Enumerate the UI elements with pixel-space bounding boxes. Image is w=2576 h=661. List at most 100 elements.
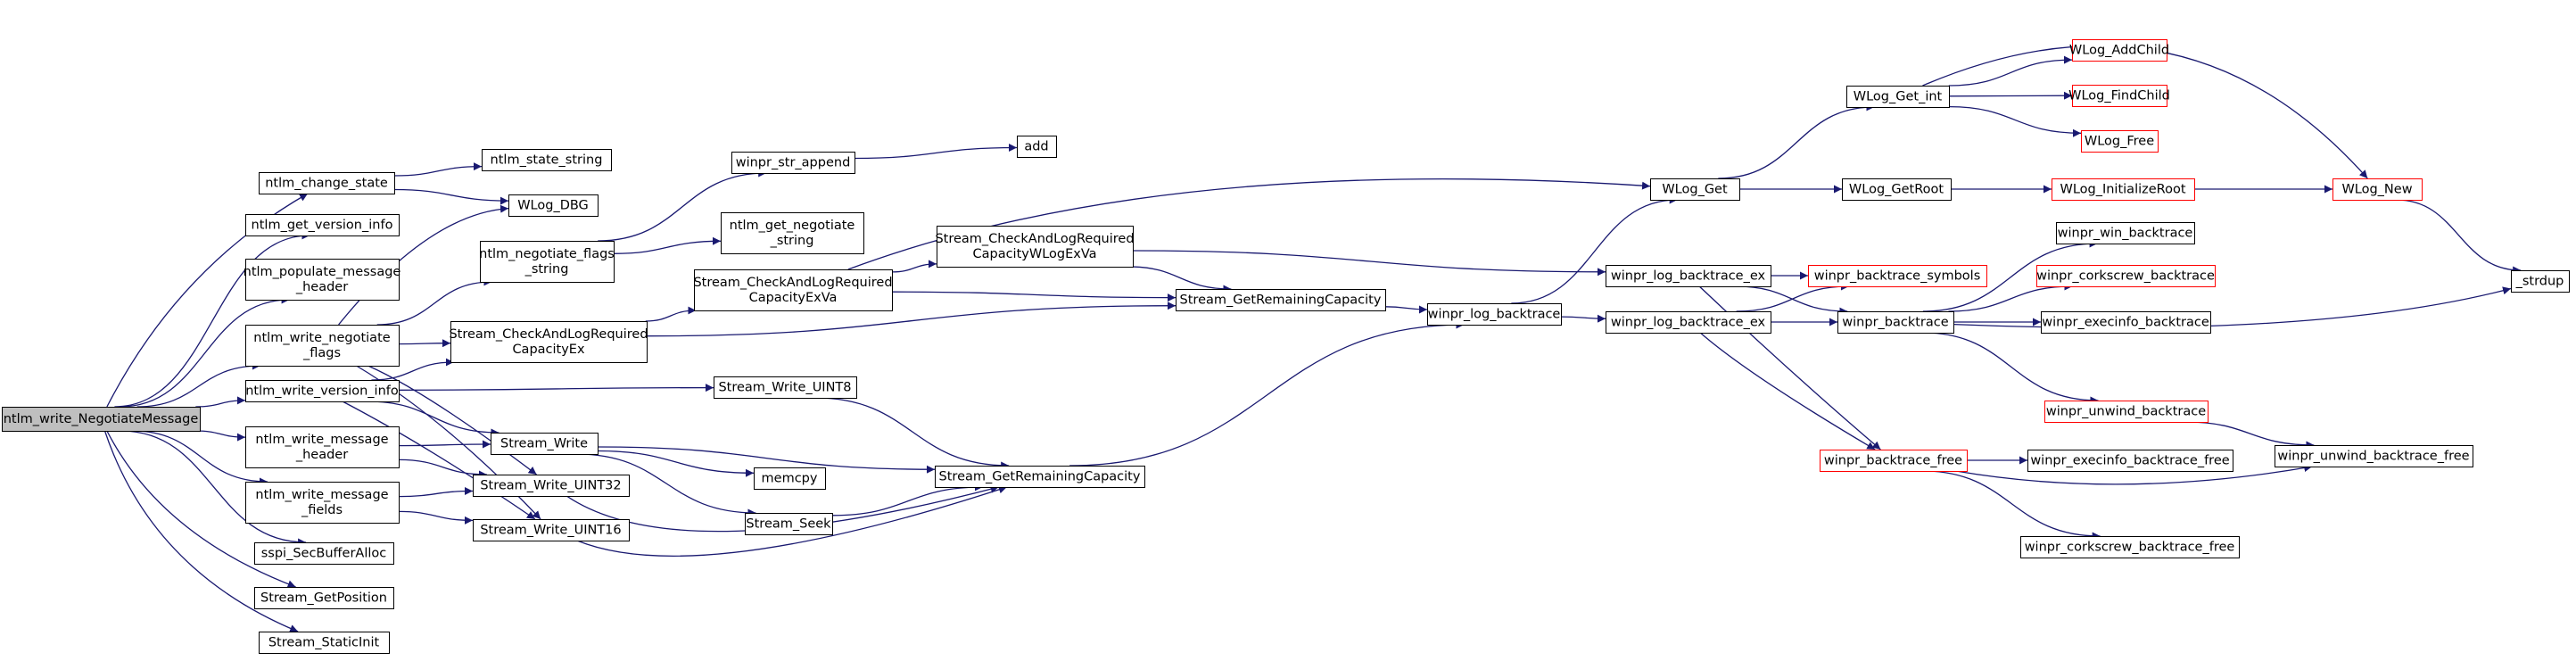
edge-log_bt_ex1-to-bt_free <box>1698 285 1881 450</box>
node-label: winpr_win_backtrace <box>2058 227 2193 241</box>
node-box <box>1427 303 1562 326</box>
node-box <box>245 426 400 468</box>
node-box <box>731 152 855 174</box>
node-wlog-new[interactable]: WLog_New <box>2332 178 2423 201</box>
edge-bt_free-to-corkscrew_free <box>1922 470 2101 541</box>
node-box <box>259 172 395 194</box>
edge-check_exva-to-check_wlog <box>891 260 937 273</box>
node-seek[interactable]: Stream_Seek <box>745 513 833 535</box>
node-label: ntlm_get_negotiate <box>730 219 855 233</box>
edge-write_neg_flags-to-neg_flags_string <box>376 277 492 326</box>
node-corkscrew-bt[interactable]: winpr_corkscrew_backtrace <box>2036 265 2216 287</box>
node-str-append[interactable]: winpr_str_append <box>731 152 855 174</box>
node-label: WLog_GetRoot <box>1849 183 1944 197</box>
node-wlog-get-int[interactable]: WLog_Get_int <box>1846 86 1950 108</box>
node-label: winpr_execinfo_backtrace_free <box>2030 454 2229 468</box>
node-unwind-free[interactable]: winpr_unwind_backtrace_free <box>2275 445 2473 467</box>
node-label: Stream_GetRemainingCapacity <box>939 470 1141 484</box>
node-static-init[interactable]: Stream_StaticInit <box>259 632 390 654</box>
node-log-bt-ex2[interactable]: winpr_log_backtrace_ex <box>1606 311 1771 334</box>
node-box <box>937 226 1134 268</box>
node-strdup[interactable]: _strdup <box>2511 270 2570 293</box>
node-wlog-addchild[interactable]: WLog_AddChild <box>2069 39 2169 62</box>
node-box <box>2036 265 2216 287</box>
node-wlog-free[interactable]: WLog_Free <box>2081 130 2159 153</box>
node-label: CapacityExVa <box>749 291 838 305</box>
node-state-string[interactable]: ntlm_state_string <box>482 149 612 171</box>
edge-str_append-to-add <box>854 144 1018 160</box>
node-box <box>935 466 1145 488</box>
edge-remcap2-to-log_backtrace <box>1069 320 1465 467</box>
node-label: winpr_backtrace_symbols <box>1814 269 1981 284</box>
node-unwind-bt[interactable]: winpr_unwind_backtrace <box>2044 401 2209 423</box>
node-add[interactable]: add <box>1017 136 1057 158</box>
node-label: ntlm_negotiate_flags <box>479 247 615 261</box>
node-label: Stream_CheckAndLogRequired <box>449 327 648 342</box>
edge-root-to-write_msg_fields <box>132 430 268 486</box>
node-write-uint16[interactable]: Stream_Write_UINT16 <box>473 519 630 541</box>
node-bt-symbols[interactable]: winpr_backtrace_symbols <box>1808 265 1987 287</box>
edge-wlog_get_int-to-wlog_addchild <box>1948 55 2073 87</box>
node-box <box>508 194 599 217</box>
node-box <box>1846 86 1950 108</box>
node-execinfo-bt[interactable]: winpr_execinfo_backtrace <box>2041 311 2211 334</box>
node-label: WLog_Free <box>2085 135 2154 149</box>
node-wlog-dbg[interactable]: WLog_DBG <box>508 194 599 217</box>
node-root[interactable]: ntlm_write_NegotiateMessage <box>2 407 201 432</box>
node-box <box>2072 39 2167 62</box>
node-label: _strdup <box>2515 275 2564 289</box>
node-check-wlog[interactable]: Stream_CheckAndLogRequiredCapacityWLogEx… <box>935 226 1135 268</box>
edge-root-to-get_position <box>106 430 296 588</box>
edge-write_neg_flags-to-check_ex <box>398 339 451 348</box>
node-box <box>1820 450 1968 472</box>
node-memcpy[interactable]: memcpy <box>754 467 826 490</box>
node-sspi-alloc[interactable]: sspi_SecBufferAlloc <box>254 542 394 565</box>
edge-write_msg_fields-to-write_uint16 <box>398 510 474 525</box>
node-label: winpr_log_backtrace_ex <box>1611 269 1766 284</box>
node-log-backtrace[interactable]: winpr_log_backtrace <box>1427 303 1562 326</box>
node-label: WLog_AddChild <box>2069 44 2169 58</box>
node-get-position[interactable]: Stream_GetPosition <box>254 587 394 609</box>
node-get-version-info[interactable]: ntlm_get_version_info <box>245 214 400 236</box>
node-remcap2[interactable]: Stream_GetRemainingCapacity <box>935 466 1145 488</box>
node-change-state[interactable]: ntlm_change_state <box>259 172 395 194</box>
node-bt-free[interactable]: winpr_backtrace_free <box>1820 450 1968 472</box>
node-label: winpr_execinfo_backtrace <box>2042 316 2209 330</box>
node-label: Stream_GetPosition <box>260 591 387 606</box>
node-remcap1[interactable]: Stream_GetRemainingCapacity <box>1176 289 1386 311</box>
edge-check_ex-to-check_exva <box>645 306 697 322</box>
node-layer: ntlm_write_NegotiateMessage ntlm_change_s… <box>2 39 2570 654</box>
node-write-version-info[interactable]: ntlm_write_version_info <box>245 380 400 402</box>
node-box <box>1017 136 1057 158</box>
node-label: ntlm_state_string <box>491 153 603 168</box>
node-write-msg-header[interactable]: ntlm_write_message_header <box>245 426 400 468</box>
node-label: memcpy <box>762 472 818 486</box>
node-wlog-get[interactable]: WLog_Get <box>1650 178 1740 201</box>
edge-root-to-get_version_info <box>114 231 310 408</box>
edge-log_backtrace-to-log_bt_ex2 <box>1560 314 1606 323</box>
edge-neg_flags_string-to-str_append <box>598 169 767 242</box>
node-populate-header[interactable]: ntlm_populate_message_header <box>244 259 401 301</box>
node-win-bt[interactable]: winpr_win_backtrace <box>2056 222 2195 244</box>
edge-write_uint8-to-remcap2 <box>815 397 1010 470</box>
node-get-neg-string[interactable]: ntlm_get_negotiate_string <box>721 212 864 254</box>
node-backtrace[interactable]: winpr_backtrace <box>1837 311 1954 334</box>
node-wlog-initroot[interactable]: WLog_InitializeRoot <box>2052 178 2195 201</box>
node-stream-write[interactable]: Stream_Write <box>491 433 599 455</box>
node-write-neg-flags[interactable]: ntlm_write_negotiate_flags <box>245 325 400 367</box>
node-wlog-getroot[interactable]: WLog_GetRoot <box>1842 178 1952 201</box>
node-write-uint32[interactable]: Stream_Write_UINT32 <box>473 475 630 497</box>
node-write-msg-fields[interactable]: ntlm_write_message_fields <box>245 482 400 524</box>
node-execinfo-free[interactable]: winpr_execinfo_backtrace_free <box>2027 450 2233 472</box>
node-log-bt-ex1[interactable]: winpr_log_backtrace_ex <box>1606 265 1771 287</box>
node-box <box>245 214 400 236</box>
node-wlog-findchild[interactable]: WLog_FindChild <box>2068 85 2170 107</box>
edge-root-to-write_msg_header <box>195 430 246 442</box>
node-neg-flags-string[interactable]: ntlm_negotiate_flags_string <box>479 241 615 283</box>
node-write-uint8[interactable]: Stream_Write_UINT8 <box>714 376 857 399</box>
node-corkscrew-free[interactable]: winpr_corkscrew_backtrace_free <box>2020 536 2240 558</box>
node-label: winpr_corkscrew_backtrace <box>2036 269 2215 284</box>
